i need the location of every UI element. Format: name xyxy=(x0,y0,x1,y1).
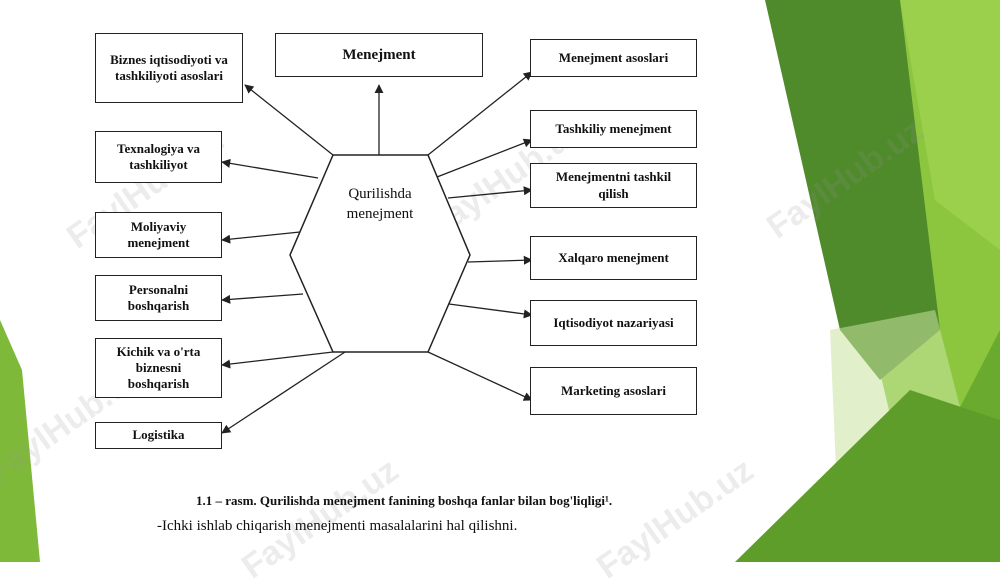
arrow-to-r4 xyxy=(467,255,533,265)
green-shape-dark xyxy=(765,0,940,380)
arrow-to-l2 xyxy=(221,158,319,179)
left-box-2: Texnalogiya va tashkiliyot xyxy=(95,131,222,183)
left-box-6: Logistika xyxy=(95,422,222,449)
left-box-5: Kichik va o'rta biznesni boshqarish xyxy=(95,338,222,398)
arrow-to-l6 xyxy=(221,351,346,434)
right-box-4: Xalqaro menejment xyxy=(530,236,697,280)
right-box-2: Tashkiliy menejment xyxy=(530,110,697,148)
center-label: Qurilishda menejment xyxy=(346,186,414,222)
right-box-6: Marketing asoslari xyxy=(530,367,697,415)
arrow-to-r5 xyxy=(448,303,533,319)
arrow-to-l5 xyxy=(221,351,334,369)
right-box-3: Menejmentni tashkil qilish xyxy=(530,163,697,208)
body-text: -Ichki ishlab chiqarish menejmenti masal… xyxy=(157,518,518,534)
green-shape-top-right xyxy=(900,0,1000,250)
arrow-to-r3 xyxy=(447,186,533,199)
right-box-1: Menejment asoslari xyxy=(530,39,697,77)
right-box-5: Iqtisodiyot nazariyasi xyxy=(530,300,697,346)
arrow-to-l4 xyxy=(221,293,304,304)
green-shape-bottom-left xyxy=(735,390,1000,562)
arrow-to-r6 xyxy=(427,351,533,401)
green-shape-left xyxy=(0,320,40,562)
left-box-3: Moliyaviy menejment xyxy=(95,212,222,258)
diagram-connectors xyxy=(221,71,533,434)
arrow-to-r2 xyxy=(436,138,533,178)
left-box-1: Biznes iqtisodiyoti va tashkiliyoti asos… xyxy=(95,33,243,103)
figure-caption: 1.1 – rasm. Qurilishda menejment faninin… xyxy=(196,493,613,508)
green-decoration xyxy=(0,0,1000,562)
arrow-to-l3 xyxy=(221,231,301,244)
arrow-to-r1 xyxy=(427,71,533,156)
left-box-4: Personalni boshqarish xyxy=(95,275,222,321)
top-box-menejment: Menejment xyxy=(275,33,483,77)
arrow-to-l1 xyxy=(244,84,334,156)
